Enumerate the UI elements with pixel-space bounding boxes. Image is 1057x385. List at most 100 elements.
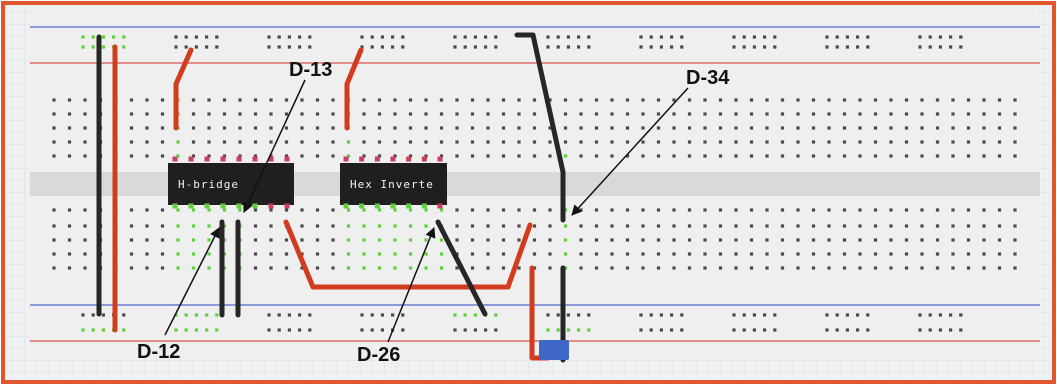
rail-hole <box>174 328 178 332</box>
terminal-hole <box>672 140 676 144</box>
terminal-hole <box>315 126 320 130</box>
terminal-hole <box>331 224 335 228</box>
terminal-hole <box>951 208 955 212</box>
rail-hole <box>938 35 942 39</box>
terminal-hole <box>517 126 521 130</box>
terminal-hole <box>982 140 986 144</box>
rail-hole <box>959 313 963 317</box>
terminal-hole <box>827 98 831 102</box>
terminal-hole <box>501 208 506 212</box>
terminal-hole <box>408 98 413 102</box>
rail-hole <box>928 313 932 317</box>
terminal-hole <box>439 98 444 102</box>
terminal-hole <box>486 238 490 242</box>
rail-hole <box>566 313 570 317</box>
chip-pin <box>252 203 258 209</box>
terminal-hole <box>641 238 645 242</box>
rail-hole <box>845 45 849 49</box>
terminal-hole <box>780 224 785 228</box>
rail-hole <box>835 328 839 332</box>
terminal-hole <box>377 140 382 144</box>
terminal-hole <box>889 266 893 270</box>
terminal-hole <box>67 252 72 256</box>
terminal-hole <box>842 266 847 270</box>
terminal-hole <box>672 98 676 102</box>
terminal-hole <box>145 208 149 212</box>
terminal-hole <box>966 140 971 144</box>
terminal-hole <box>765 266 769 270</box>
rail-hole <box>928 35 932 39</box>
terminal-hole <box>579 238 583 242</box>
chip-pin <box>172 156 178 162</box>
terminal-hole <box>718 208 723 212</box>
terminal-hole <box>160 98 165 102</box>
terminal-hole <box>269 208 273 212</box>
rail-hole <box>463 45 467 49</box>
terminal-hole <box>749 238 754 242</box>
chip-pin <box>236 156 242 162</box>
terminal-hole <box>300 98 304 102</box>
terminal-hole <box>873 266 878 270</box>
chip-pin <box>172 203 178 209</box>
rail-hole <box>463 328 467 332</box>
chip-pin <box>268 156 274 162</box>
rail-hole <box>370 313 374 317</box>
rail-hole <box>546 35 550 39</box>
terminal-hole <box>966 112 971 116</box>
rail-hole <box>773 328 777 332</box>
terminal-hole <box>315 154 320 158</box>
rail-hole <box>659 328 663 332</box>
terminal-hole <box>594 98 599 102</box>
chip-pin <box>236 203 242 209</box>
terminal-hole <box>315 238 320 242</box>
terminal-hole <box>222 208 227 212</box>
terminal-hole <box>780 140 785 144</box>
terminal-hole <box>889 224 893 228</box>
chip-pin <box>374 203 380 209</box>
chip-pin <box>421 203 427 209</box>
terminal-hole <box>982 266 986 270</box>
rail-hole <box>587 45 591 49</box>
terminal-hole <box>439 208 444 212</box>
rail-hole <box>866 35 870 39</box>
rail-hole <box>639 35 643 39</box>
rail-hole <box>473 328 477 332</box>
terminal-hole <box>951 252 955 256</box>
terminal-hole <box>842 224 847 228</box>
terminal-hole <box>222 126 227 130</box>
terminal-hole <box>331 140 335 144</box>
terminal-hole <box>532 224 537 228</box>
terminal-hole <box>765 112 769 116</box>
terminal-hole <box>176 266 180 270</box>
terminal-hole <box>455 238 459 242</box>
rail-hole <box>670 328 674 332</box>
terminal-hole <box>269 126 273 130</box>
terminal-hole <box>439 238 444 242</box>
terminal-hole <box>455 140 459 144</box>
arrow-d34 <box>571 87 689 216</box>
terminal-hole <box>920 112 924 116</box>
chip-pin <box>268 203 274 209</box>
terminal-hole <box>408 266 413 270</box>
terminal-hole <box>160 252 165 256</box>
chip-pin <box>437 203 443 209</box>
terminal-hole <box>207 140 211 144</box>
terminal-hole <box>362 140 366 144</box>
rail-hole <box>773 313 777 317</box>
terminal-hole <box>873 98 878 102</box>
terminal-hole <box>501 126 506 130</box>
terminal-hole <box>780 208 785 212</box>
rail-hole <box>401 313 405 317</box>
terminal-hole <box>827 112 831 116</box>
terminal-hole <box>52 140 56 144</box>
chip-pin <box>390 203 396 209</box>
rail-hole <box>566 35 570 39</box>
terminal-hole <box>67 112 72 116</box>
rail-hole <box>205 35 209 39</box>
terminal-hole <box>904 140 909 144</box>
chip-pin <box>374 156 380 162</box>
terminal-hole <box>517 224 521 228</box>
rail-hole <box>639 313 643 317</box>
terminal-hole <box>408 208 413 212</box>
rail-hole <box>845 35 849 39</box>
